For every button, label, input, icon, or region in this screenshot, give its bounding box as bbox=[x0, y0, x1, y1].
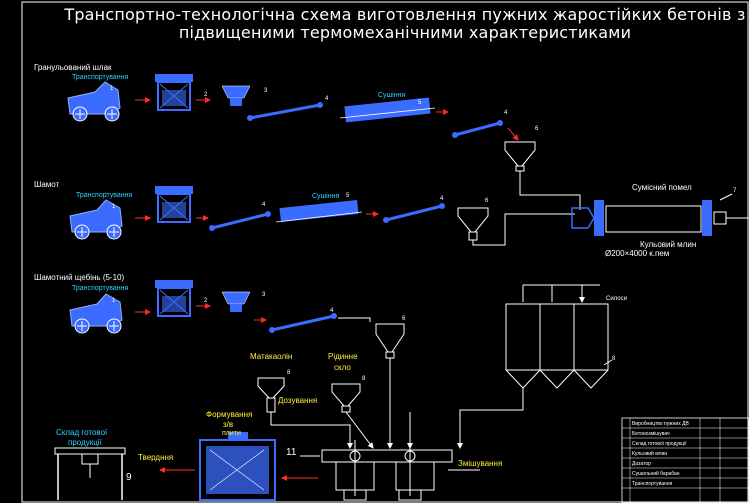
warehouse bbox=[54, 447, 126, 500]
num-9: 9 bbox=[126, 472, 132, 483]
row1-crusher bbox=[221, 85, 251, 106]
stamp-row-2: Склад готової продукції bbox=[632, 441, 687, 447]
stamp-row-4: Дозатор bbox=[632, 461, 651, 467]
row2-conveyor-2 bbox=[383, 203, 445, 223]
liquid-glass-line bbox=[345, 411, 374, 449]
row3-receiving-bunker bbox=[155, 280, 193, 317]
num-4-row1: 4 bbox=[325, 96, 329, 102]
mill-size-label: Ø200×4000 к.пем bbox=[605, 249, 670, 258]
liquid-glass-label-1: Рідинне bbox=[328, 352, 358, 361]
silos bbox=[457, 284, 613, 449]
stamp-row-3: Кульовий млин bbox=[632, 451, 668, 457]
row1-feed-line bbox=[519, 171, 581, 210]
forming-machine bbox=[199, 432, 276, 501]
mixing-label: Змішування bbox=[458, 459, 503, 468]
mill-process-label: Сумісний помел bbox=[632, 183, 692, 192]
row2-hopper bbox=[457, 207, 489, 241]
num-1-row2: 1 bbox=[112, 204, 116, 210]
row3-crusher bbox=[221, 291, 251, 312]
row2-feed-line bbox=[472, 213, 575, 246]
row1-receiving-bunker bbox=[155, 74, 193, 111]
row1-hopper bbox=[504, 141, 536, 172]
stamp-row-0: Виробництво пужних ДВ bbox=[632, 421, 689, 427]
row1-dump-truck bbox=[67, 81, 121, 122]
num-1-row1: 1 bbox=[110, 86, 114, 92]
row1-conveyor-1 bbox=[247, 102, 323, 121]
metakaolin-hopper bbox=[257, 377, 285, 413]
num-3-row1: 3 bbox=[264, 88, 268, 94]
title-block bbox=[621, 417, 749, 503]
row1-transport-label: Транспортування bbox=[72, 74, 129, 81]
row3-transport-label: Транспортування bbox=[72, 285, 129, 292]
num-3-row3: 3 bbox=[262, 292, 266, 298]
row1-conveyor-2 bbox=[452, 120, 503, 138]
num-4b-row1: 4 bbox=[504, 110, 508, 116]
num-2-row3: 2 bbox=[204, 298, 208, 304]
page-title-line1: Транспортно-технологічна схема виготовле… bbox=[64, 5, 746, 24]
forming-label-1: Формування bbox=[206, 410, 253, 419]
forming-label-3: плити bbox=[222, 430, 241, 437]
hardening-label: Твердння bbox=[138, 453, 174, 462]
dosing-label: Дозування bbox=[278, 396, 318, 405]
row3-conveyor bbox=[269, 313, 337, 333]
num-4b-row2: 4 bbox=[440, 196, 444, 202]
ball-mill bbox=[571, 193, 749, 236]
num-8-glass: 8 bbox=[362, 376, 366, 382]
row3-material-label: Шамотний щебінь (5-10) bbox=[34, 273, 125, 282]
warehouse-label-1: Склад готової bbox=[56, 428, 108, 437]
row3-dump-truck bbox=[69, 293, 123, 334]
liquid-glass-label-2: скло bbox=[334, 363, 351, 372]
page-title-line2: підвищеними термомеханічними характерист… bbox=[178, 23, 632, 42]
num-5-row1: 5 bbox=[418, 100, 422, 106]
row2-receiving-bunker bbox=[155, 186, 193, 223]
num-6-row3: 6 bbox=[402, 316, 406, 322]
row2-transport-label: Транспортування bbox=[76, 192, 133, 199]
metakaolin-line bbox=[270, 412, 353, 449]
num-11: 11 bbox=[286, 447, 297, 458]
row1-dryer-drum bbox=[339, 97, 436, 123]
row1-material-label: Гранульований шлак bbox=[34, 63, 112, 72]
row1-dryer-label: Сушіння bbox=[378, 92, 406, 99]
row3-feed-line bbox=[338, 317, 371, 322]
num-8-metakaolin: 8 bbox=[287, 370, 291, 376]
row2-conveyor-1 bbox=[209, 211, 271, 231]
num-4-row2: 4 bbox=[262, 202, 266, 208]
row3-hopper bbox=[375, 323, 405, 359]
num-5-row2: 5 bbox=[346, 193, 350, 199]
row2-dump-truck bbox=[69, 199, 123, 240]
warehouse-label-2: продукції bbox=[68, 438, 102, 447]
row2-material-label: Шамот bbox=[34, 180, 60, 189]
forming-label-2: з/в bbox=[223, 420, 234, 429]
stamp-row-5: Сушильний барабан bbox=[632, 471, 680, 477]
num-6-row1: 6 bbox=[535, 126, 539, 132]
num-8-silo: 8 bbox=[612, 356, 616, 362]
stamp-row-6: Транспортування bbox=[632, 481, 673, 487]
num-7: 7 bbox=[733, 188, 737, 194]
silos-label: Силоси bbox=[606, 296, 627, 302]
row1-arrow-d bbox=[507, 127, 519, 141]
liquid-glass-hopper bbox=[331, 383, 361, 413]
num-2-row1: 2 bbox=[204, 92, 208, 98]
drawing-frame bbox=[21, 1, 749, 503]
mill-name-label: Кульовий млин bbox=[640, 240, 697, 249]
mixers bbox=[300, 440, 480, 501]
stamp-row-1: Бетонозмішувач bbox=[632, 431, 670, 437]
num-6-row2: 6 bbox=[485, 198, 489, 204]
num-1-row3: 1 bbox=[112, 298, 116, 304]
row2-dryer-label: Сушіння bbox=[312, 193, 340, 200]
row2-dryer-drum bbox=[275, 199, 363, 223]
num-4-row3: 4 bbox=[330, 308, 334, 314]
metakaolin-label: Матакаолін bbox=[250, 352, 293, 361]
